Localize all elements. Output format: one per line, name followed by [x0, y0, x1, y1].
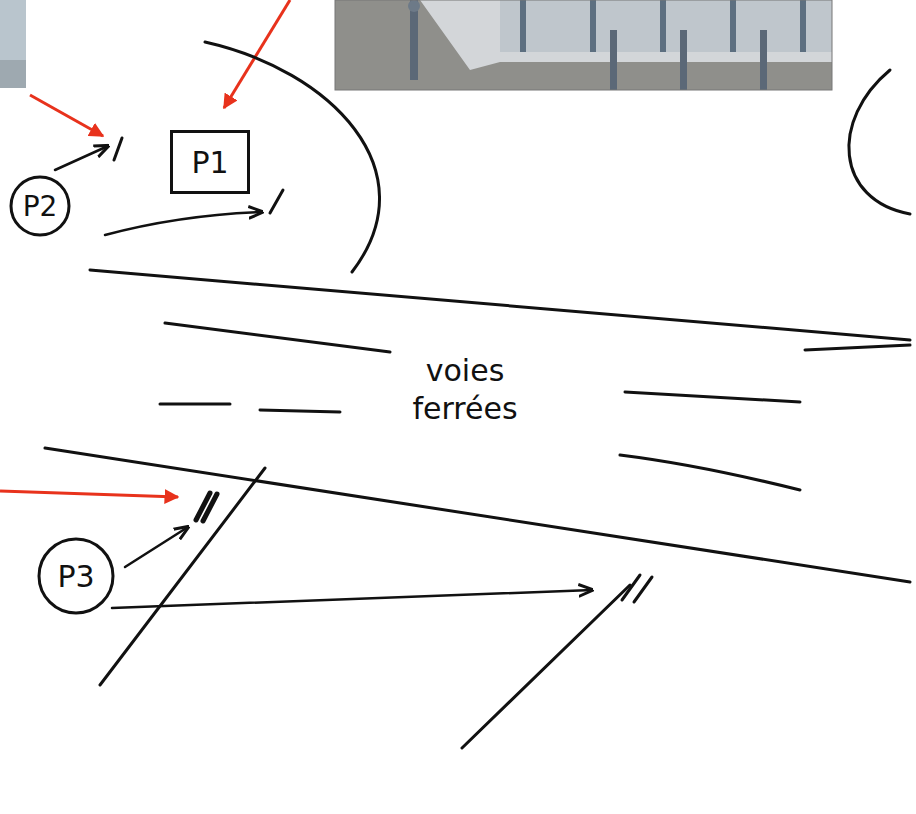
marker-label: P3 — [57, 559, 94, 594]
circle-outline — [11, 177, 69, 235]
circle-outline — [39, 539, 113, 613]
marker-circle: P2 — [9, 175, 71, 237]
hand-strokes — [45, 42, 910, 748]
sketch-arrows — [55, 146, 592, 608]
marker-circle: P3 — [37, 537, 115, 615]
marker-label: P1 — [191, 145, 228, 180]
box-outline — [172, 132, 249, 193]
marker-label: P2 — [23, 190, 58, 223]
photo-crop-left — [0, 0, 26, 88]
pointer-arrows — [0, 0, 290, 497]
track-label: voies ferrées — [395, 352, 535, 427]
photo-crop-building — [335, 0, 832, 90]
marker-box: P1 — [170, 130, 250, 194]
